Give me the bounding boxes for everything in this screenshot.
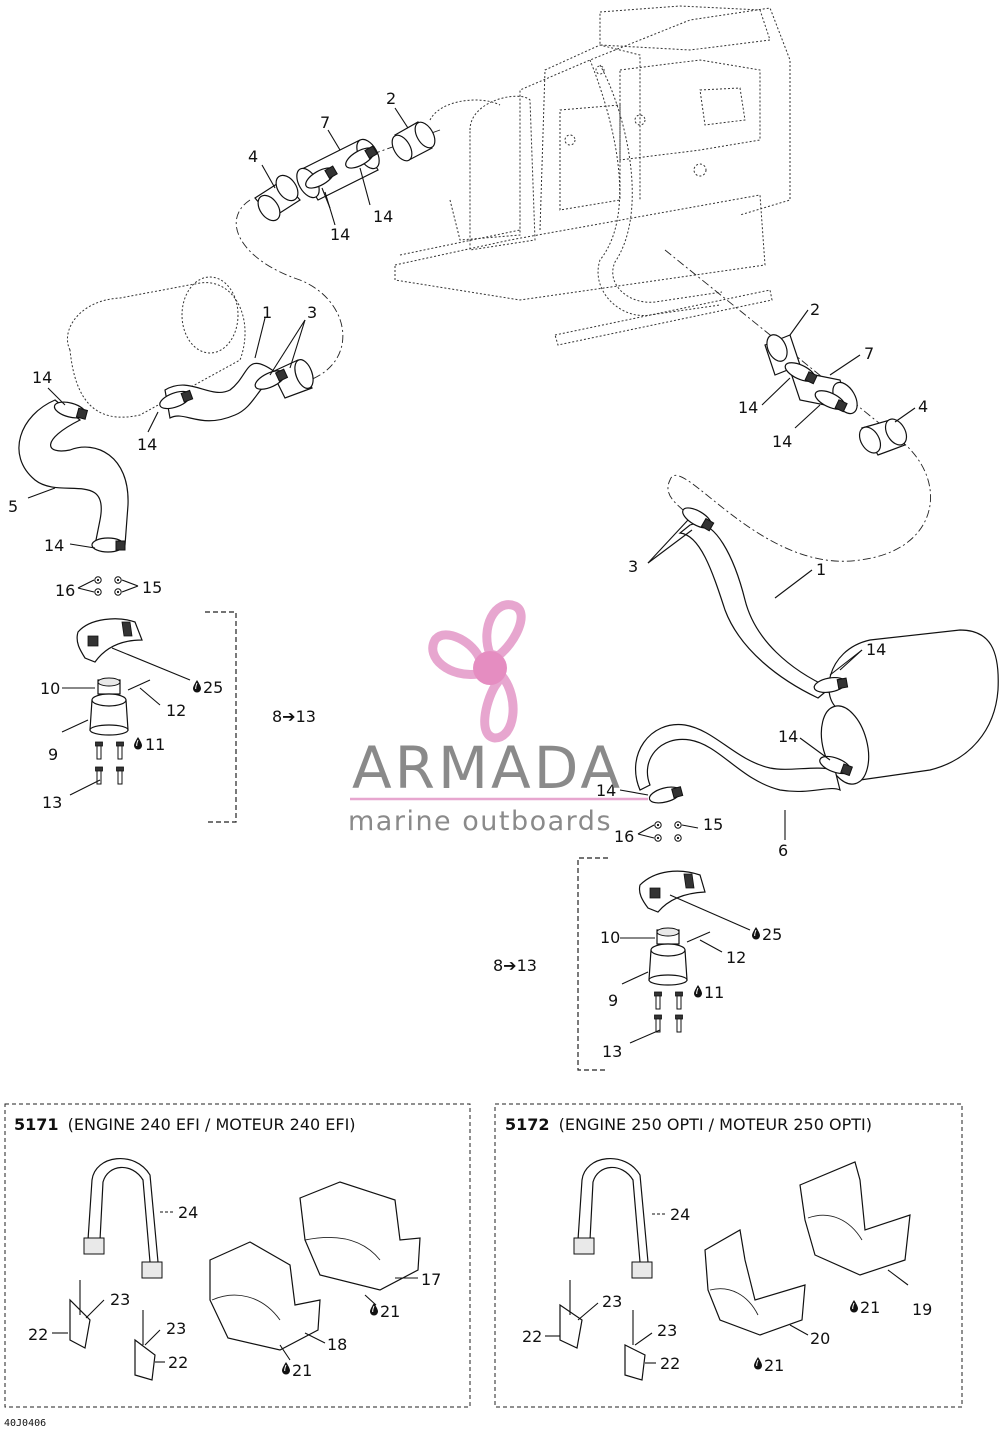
propeller-logo-icon xyxy=(428,600,526,743)
watermark-tagline: marine outboards xyxy=(348,806,612,837)
left-callouts: 2 7 4 14 14 1 3 14 14 5 14 16 15 25 10 1… xyxy=(8,89,396,812)
callout-1: 1 xyxy=(262,303,272,322)
callout-14: 14 xyxy=(373,207,393,226)
callout-11: 11 xyxy=(145,735,165,754)
kit-code: 5171 xyxy=(14,1115,59,1134)
callout-15: 15 xyxy=(142,578,162,597)
callout-16: 16 xyxy=(614,827,634,846)
label-17: 17 xyxy=(421,1270,441,1289)
label-22: 22 xyxy=(660,1354,680,1373)
label-20: 20 xyxy=(810,1329,830,1348)
watermark-brand: ARMADA xyxy=(352,734,623,802)
callout-14: 14 xyxy=(32,368,52,387)
sleeve-2 xyxy=(391,121,436,162)
callout-12: 12 xyxy=(726,948,746,967)
kit-box-5171: 5171 (ENGINE 240 EFI / MOTEUR 240 EFI) 2… xyxy=(4,1103,471,1408)
callout-6: 6 xyxy=(778,841,788,860)
label-23: 23 xyxy=(110,1290,130,1309)
callout-4: 4 xyxy=(248,147,258,166)
callout-9: 9 xyxy=(608,991,618,1010)
label-22: 22 xyxy=(28,1325,48,1344)
label-23: 23 xyxy=(602,1292,622,1311)
callout-2: 2 xyxy=(386,89,396,108)
callout-5: 5 xyxy=(8,497,18,516)
label-21: 21 xyxy=(380,1302,400,1321)
callout-11: 11 xyxy=(704,983,724,1002)
callout-25: 25 xyxy=(762,925,782,944)
callout-12: 12 xyxy=(166,701,186,720)
engine-block-dotted xyxy=(394,5,791,346)
label-23: 23 xyxy=(166,1319,186,1338)
callout-3: 3 xyxy=(628,557,638,576)
callout-10: 10 xyxy=(600,928,620,947)
callout-14: 14 xyxy=(596,781,616,800)
callout-7: 7 xyxy=(320,113,330,132)
range-8-13: 8➔13 xyxy=(272,707,316,726)
tube-7 xyxy=(296,138,380,201)
callout-14: 14 xyxy=(738,398,758,417)
callout-10: 10 xyxy=(40,679,60,698)
callout-4: 4 xyxy=(918,397,928,416)
callout-15: 15 xyxy=(703,815,723,834)
left-exhaust-assembly xyxy=(18,121,436,823)
callout-14: 14 xyxy=(137,435,157,454)
alignment-lines xyxy=(235,129,932,562)
label-24: 24 xyxy=(670,1205,690,1224)
callout-2: 2 xyxy=(810,300,820,319)
kit-title: (ENGINE 250 OPTI / MOTEUR 250 OPTI) xyxy=(559,1115,872,1134)
callout-16: 16 xyxy=(55,581,75,600)
right-callouts: 2 7 4 14 14 3 1 14 14 14 15 16 6 25 10 1… xyxy=(493,300,928,1061)
armada-watermark: ARMADA marine outboards xyxy=(348,600,648,837)
right-leaders xyxy=(619,309,916,1044)
left-leaders xyxy=(27,107,409,796)
callout-9: 9 xyxy=(48,745,58,764)
label-19: 19 xyxy=(912,1300,932,1319)
sleeve-4 xyxy=(254,174,301,222)
kit-title: (ENGINE 240 EFI / MOTEUR 240 EFI) xyxy=(68,1115,356,1134)
svg-text:5171 (ENGINE 240 EFI / M: 5171 (ENGINE 240 EFI / MOTEUR 240 EFI) xyxy=(14,1115,356,1134)
label-21: 21 xyxy=(860,1298,880,1317)
label-22: 22 xyxy=(522,1327,542,1346)
svg-text:5172 (ENGINE 250 OPTI /: 5172 (ENGINE 250 OPTI / MOTEUR 250 OPTI) xyxy=(505,1115,872,1134)
callout-13: 13 xyxy=(602,1042,622,1061)
range-8-13: 8➔13 xyxy=(493,956,537,975)
right-exhaust-assembly xyxy=(577,334,999,1071)
callout-7: 7 xyxy=(864,344,874,363)
callout-25: 25 xyxy=(203,678,223,697)
callout-14: 14 xyxy=(330,225,350,244)
callout-14: 14 xyxy=(778,727,798,746)
kit-box-5172: 5172 (ENGINE 250 OPTI / MOTEUR 250 OPTI)… xyxy=(494,1103,963,1408)
label-21: 21 xyxy=(292,1361,312,1380)
callout-1: 1 xyxy=(816,560,826,579)
label-23: 23 xyxy=(657,1321,677,1340)
figure-code: 40J0406 xyxy=(4,1418,46,1429)
kit-code: 5172 xyxy=(505,1115,550,1134)
label-22: 22 xyxy=(168,1353,188,1372)
callout-14: 14 xyxy=(866,640,886,659)
callout-13: 13 xyxy=(42,793,62,812)
callout-14: 14 xyxy=(772,432,792,451)
label-18: 18 xyxy=(327,1335,347,1354)
callout-14: 14 xyxy=(44,536,64,555)
callout-3: 3 xyxy=(307,303,317,322)
label-21: 21 xyxy=(764,1356,784,1375)
label-24: 24 xyxy=(178,1203,198,1222)
